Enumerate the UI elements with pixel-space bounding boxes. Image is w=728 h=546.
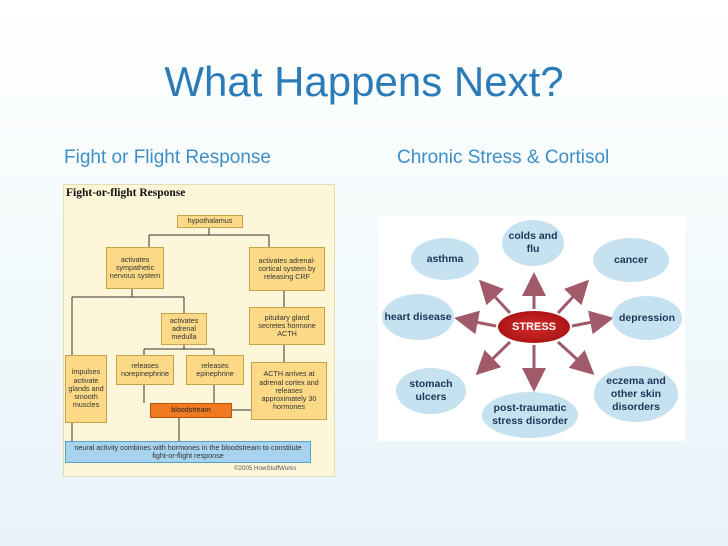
stomach-ulcers-bubble: stomach ulcers <box>396 368 466 414</box>
epinephrine-box: releases epinephrine <box>186 355 244 385</box>
impulses-box: impulses activate glands and smooth musc… <box>65 355 107 423</box>
chronic-stress-heading: Chronic Stress & Cortisol <box>397 147 610 168</box>
bloodstream-box: bloodstream <box>150 403 232 418</box>
pituitary-box: pituitary gland secretes hormone ACTH <box>249 307 325 345</box>
depression-bubble: depression <box>612 296 682 340</box>
copyright-text: ©2005 HowStuffWorks <box>234 465 297 472</box>
adrenal-cortical-box: activates adrenal-cortical system by rel… <box>249 247 325 291</box>
stress-arrows <box>454 272 614 392</box>
norepinephrine-box: releases norepinephrine <box>116 355 174 385</box>
slide-title: What Happens Next? <box>164 58 564 105</box>
flowchart-title: Fight-or-flight Response <box>66 187 186 199</box>
fight-or-flight-heading: Fight or Flight Response <box>64 147 271 168</box>
ptsd-bubble: post-traumatic stress disorder <box>482 392 578 438</box>
neural-activity-box: neural activity combines with hormones i… <box>65 441 311 463</box>
chronic-stress-diagram: colds and flu asthma cancer heart diseas… <box>378 216 685 441</box>
adrenal-medulla-box: activates adrenal medulla <box>161 313 207 345</box>
sympathetic-box: activates sympathetic nervous system <box>106 247 164 289</box>
acth-box: ACTH arrives at adrenal cortex and relea… <box>251 362 327 420</box>
cancer-bubble: cancer <box>593 238 669 282</box>
hypothalamus-box: hypothalamus <box>177 215 243 228</box>
heart-disease-bubble: heart disease <box>382 294 454 340</box>
colds-flu-bubble: colds and flu <box>502 220 564 266</box>
flowchart-connectors <box>71 226 285 441</box>
stress-center: STRESS <box>498 311 570 343</box>
eczema-bubble: eczema and other skin disorders <box>594 366 678 422</box>
fight-or-flight-flowchart: Fight-or-flight Response hypothalamus ac… <box>63 184 335 477</box>
asthma-bubble: asthma <box>411 238 479 280</box>
